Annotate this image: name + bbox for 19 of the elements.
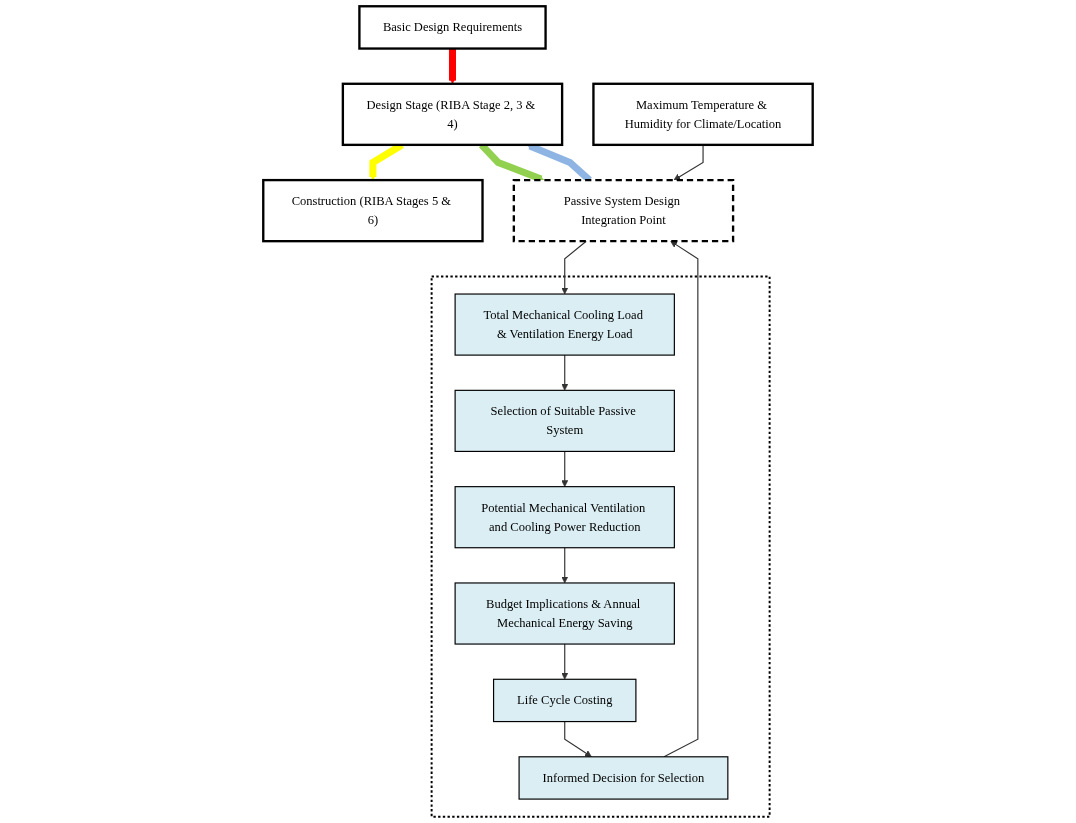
arrow	[564, 721, 592, 758]
node-box: Passive System Design Integration Point	[512, 178, 735, 243]
arrow	[561, 547, 569, 584]
node-box: Design Stage (RIBA Stage 2, 3 & 4)	[341, 82, 564, 147]
arrow	[561, 450, 569, 487]
node-box: Maximum Temperature & Humidity for Climate/Location	[592, 82, 814, 147]
node-box: Construction (RIBA Stages 5 & 6)	[262, 178, 484, 243]
node-box: Life Cycle Costing	[493, 678, 637, 723]
node-box: Budget Implications & Annual Mechanical Energy Saving	[454, 582, 675, 645]
arrow	[449, 48, 457, 85]
arrow	[561, 643, 569, 680]
node-box: Potential Mechanical Ventilation and Cooling Power Reduction	[454, 486, 675, 549]
cluster	[430, 275, 771, 818]
arrow	[673, 144, 704, 181]
node-box: Basic Design Requirements	[358, 5, 547, 50]
arrow	[561, 354, 569, 391]
node-box: Total Mechanical Cooling Load & Ventilation Energy Load	[454, 293, 675, 356]
node-box: Informed Decision for Selection	[518, 756, 729, 800]
node-box: Selection of Suitable Passive System	[454, 389, 675, 452]
